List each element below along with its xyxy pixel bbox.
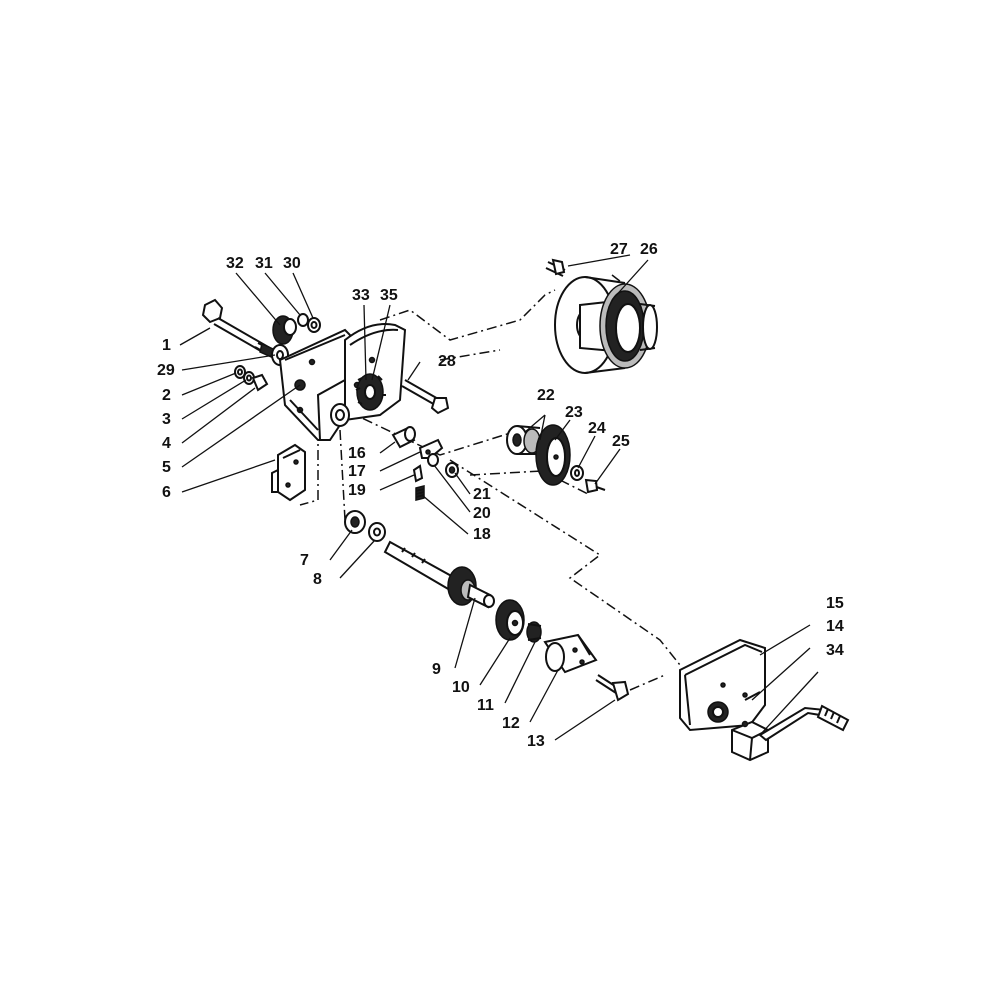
part-washer-24 xyxy=(570,465,584,481)
part-washer-8 xyxy=(368,522,386,542)
callout-30: 30 xyxy=(283,255,301,272)
part-gear-hub-22 xyxy=(506,425,541,455)
part-drum-26 xyxy=(554,276,658,374)
part-nut-2 xyxy=(234,365,246,379)
callout-14: 14 xyxy=(826,618,844,635)
part-frame-5 xyxy=(278,323,407,441)
part-cover-15 xyxy=(679,638,766,732)
callout-17: 17 xyxy=(348,463,366,480)
callout-6: 6 xyxy=(162,484,171,501)
callout-1: 1 xyxy=(162,337,171,354)
part-gear-10 xyxy=(495,599,525,641)
part-washer-31 xyxy=(297,313,309,327)
part-bolt-27 xyxy=(545,258,566,277)
callout-labels: 1 29 2 3 4 5 6 32 31 30 33 35 28 27 26 2… xyxy=(157,241,844,750)
callout-12: 12 xyxy=(502,715,520,732)
part-ratchet-33-35 xyxy=(355,373,386,411)
part-bracket-6 xyxy=(271,443,306,502)
callout-24: 24 xyxy=(588,420,606,437)
callout-25: 25 xyxy=(612,433,630,450)
part-crank-34 xyxy=(731,704,850,762)
callout-11: 11 xyxy=(477,697,494,714)
callout-20: 20 xyxy=(473,505,491,522)
callout-10: 10 xyxy=(452,679,470,696)
callout-21: 21 xyxy=(473,486,491,503)
callout-16: 16 xyxy=(348,445,366,462)
part-bolt-28 xyxy=(401,379,450,415)
callout-26: 26 xyxy=(640,241,658,258)
callout-23: 23 xyxy=(565,404,583,421)
callout-4: 4 xyxy=(162,435,171,452)
callout-18: 18 xyxy=(473,526,491,543)
callout-15: 15 xyxy=(826,595,844,612)
part-bushing-7 xyxy=(344,510,366,534)
leader-lines xyxy=(179,254,819,741)
callout-33: 33 xyxy=(352,287,370,304)
part-gear-23 xyxy=(535,424,571,486)
part-screw-14 xyxy=(744,691,761,701)
part-coupling-12 xyxy=(543,633,598,674)
callout-31: 31 xyxy=(255,255,273,272)
assembly-centerlines xyxy=(299,274,681,691)
part-washer-30 xyxy=(307,317,321,333)
part-bolt-25 xyxy=(584,478,606,494)
callout-7: 7 xyxy=(300,552,309,569)
callout-27: 27 xyxy=(610,241,628,258)
callout-2: 2 xyxy=(162,387,171,404)
part-pinion-11 xyxy=(526,621,542,643)
callout-35: 35 xyxy=(380,287,398,304)
part-bolt-1 xyxy=(201,298,281,362)
callout-3: 3 xyxy=(162,411,171,428)
callout-13: 13 xyxy=(527,733,545,750)
part-spring-20 xyxy=(427,453,439,467)
callout-22: 22 xyxy=(537,387,555,404)
part-shaft-9 xyxy=(383,540,495,609)
callout-34: 34 xyxy=(826,642,844,659)
callout-29: 29 xyxy=(157,362,175,379)
part-bushing-16 xyxy=(391,426,416,449)
callout-19: 19 xyxy=(348,482,366,499)
part-pawl-17 xyxy=(418,438,444,459)
part-spring-18 xyxy=(415,485,425,501)
callout-32: 32 xyxy=(226,255,244,272)
part-pin-19 xyxy=(412,464,424,483)
callout-8: 8 xyxy=(313,571,322,588)
callout-5: 5 xyxy=(162,459,171,476)
part-spacer-4 xyxy=(251,373,269,392)
part-bolt-13 xyxy=(595,674,630,702)
callout-9: 9 xyxy=(432,661,441,678)
callout-28: 28 xyxy=(438,353,456,370)
